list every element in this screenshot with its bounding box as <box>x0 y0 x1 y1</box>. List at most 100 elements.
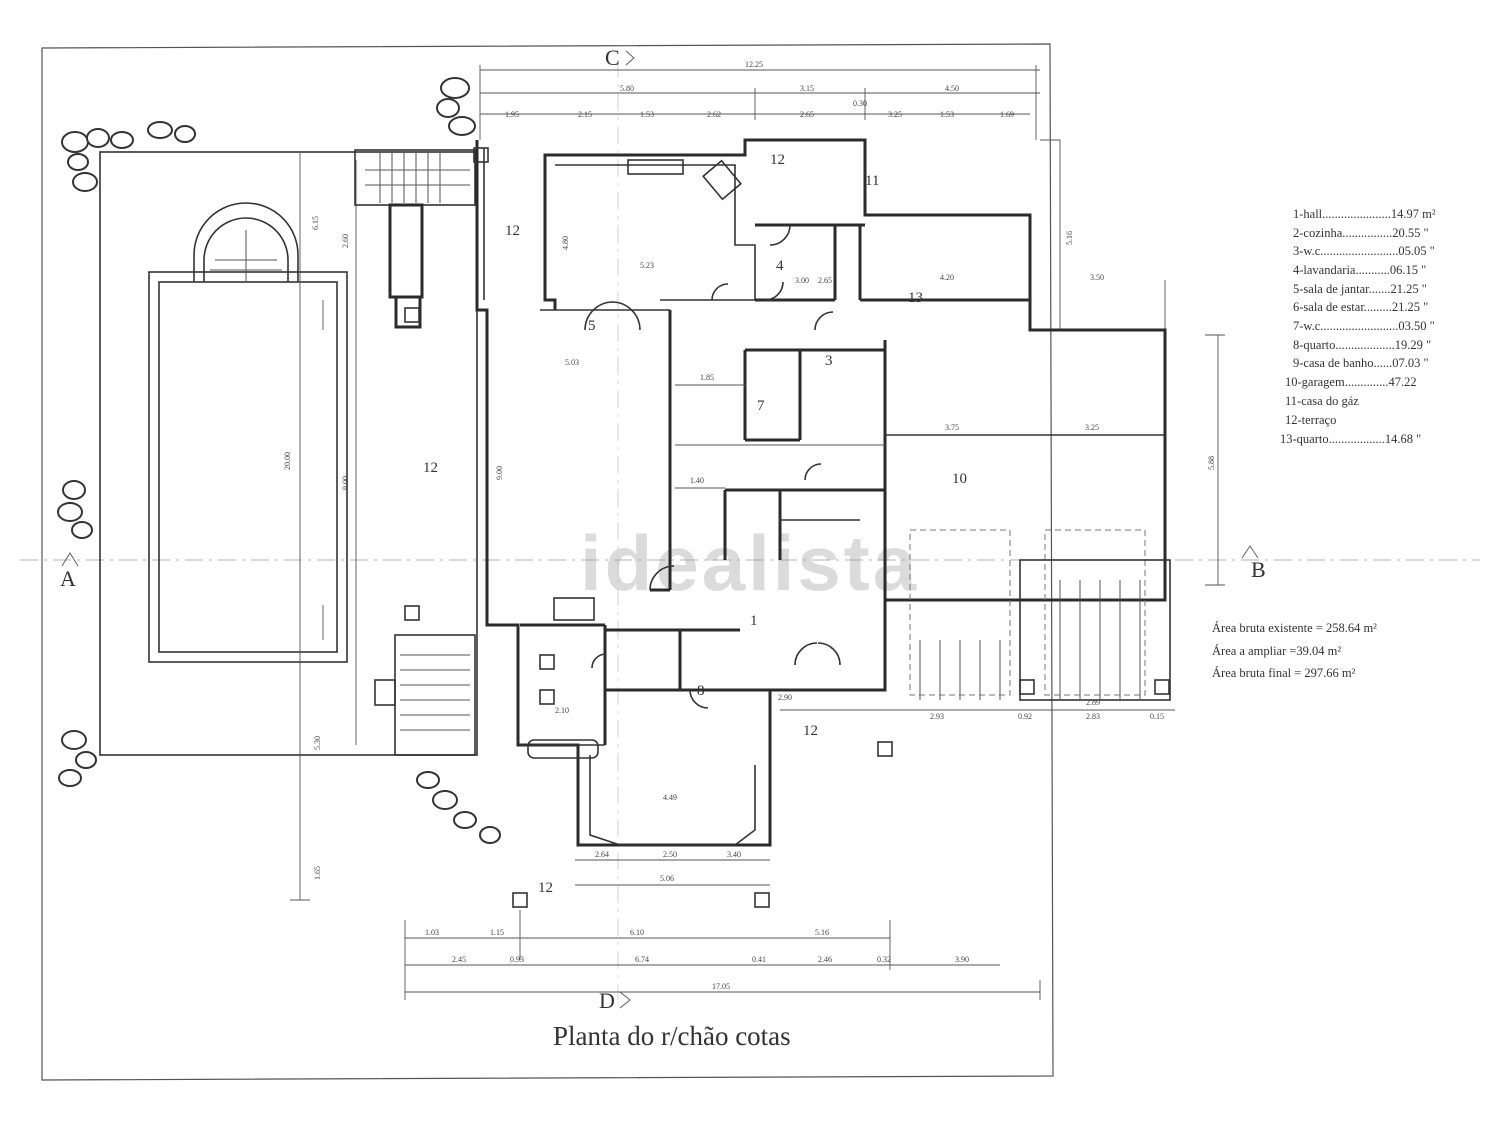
section-label-bottom: D <box>599 988 615 1013</box>
dim-pool-side-4: 5.30 <box>313 736 322 750</box>
dim-interior-24: 5.88 <box>1207 456 1216 470</box>
interior-walls <box>520 223 1165 746</box>
room-label-quarto-8: 8 <box>697 683 705 699</box>
dim-top-r2-2: 2.15 <box>578 110 592 119</box>
dim-interior-8: 3.50 <box>1090 273 1104 282</box>
room-label-wc-b: 7 <box>757 398 765 414</box>
legend-item: 3-w.c.........................05.05 " <box>1293 244 1435 258</box>
section-marker-bottom-icon <box>619 991 631 1009</box>
dim-bottom-r2-4: 0.41 <box>752 955 766 964</box>
dim-bottom-r2-1: 2.45 <box>452 955 466 964</box>
room-label-lavandaria: 4 <box>776 258 784 274</box>
dim-top-r2-1: 1.95 <box>505 110 519 119</box>
dim-interior-16: 2.10 <box>555 706 569 715</box>
dim-bottom-r2-6: 0.32 <box>877 955 891 964</box>
room-label-wc-a: 3 <box>825 353 833 369</box>
legend-item: 9-casa de banho......07.03 " <box>1293 356 1429 370</box>
dim-interior-4: 1.40 <box>690 476 704 485</box>
watermark-text: idealista <box>580 519 919 607</box>
staircase-upper <box>354 149 476 329</box>
room-label-terraco-top: 12 <box>770 152 785 168</box>
dim-interior-25: 4.80 <box>561 236 570 250</box>
legend-item: 13-quarto..................14.68 " <box>1280 432 1421 446</box>
garage-parking-bays <box>519 529 1175 960</box>
area-summary: Área bruta existente = 258.64 m² Área a … <box>1212 621 1377 680</box>
dim-top-1: 5.80 <box>620 84 634 93</box>
dim-pool-side-5: 1.65 <box>313 866 322 880</box>
legend-item: 12-terraço <box>1285 413 1336 427</box>
section-label-top: C <box>605 45 620 70</box>
room-label-terraco-south: 12 <box>803 723 818 739</box>
room-label-quarto-13: 13 <box>908 290 923 306</box>
room-label-hall: 1 <box>750 613 758 629</box>
dim-interior-26: 9.00 <box>495 466 504 480</box>
area-final: Área bruta final = 297.66 m² <box>1212 666 1356 680</box>
dim-interior-17: 2.65 <box>818 276 832 285</box>
dim-bottom-r2-2: 0.93 <box>510 955 524 964</box>
dim-bottom-r1-2: 1.15 <box>490 928 504 937</box>
room-label-gas: 11 <box>865 173 879 189</box>
dim-interior-19: 2.83 <box>1086 712 1100 721</box>
kitchen-fixtures <box>527 159 742 759</box>
bottom-dimension-lines <box>404 920 1041 1000</box>
dim-interior-13: 2.50 <box>663 850 677 859</box>
sheet-border <box>41 43 1054 1081</box>
dim-interior-3: 1.85 <box>700 373 714 382</box>
legend-item: 7-w.c.........................03.50 " <box>1293 319 1435 333</box>
dim-top-r2-4: 2.62 <box>707 110 721 119</box>
dim-interior-1: 5.23 <box>640 261 654 270</box>
dim-bottom-r1-4: 5.16 <box>815 928 829 937</box>
dim-top-total: 12.25 <box>745 60 763 69</box>
legend-item: 1-hall......................14.97 m² <box>1293 207 1436 221</box>
dim-interior-20: 0.92 <box>1018 712 1032 721</box>
dim-bottom-r2-5: 2.46 <box>818 955 832 964</box>
pool-terrace <box>99 151 478 901</box>
drawing-title: Planta do r/chão cotas <box>553 1021 791 1051</box>
staircase-lower <box>374 634 476 756</box>
room-label-sala-jantar: 5 <box>588 318 596 334</box>
dim-interior-15: 5.06 <box>660 874 674 883</box>
dim-top-2: 3.15 <box>800 84 814 93</box>
dim-interior-11: 4.49 <box>663 793 677 802</box>
dim-top-r2-9: 1.69 <box>1000 110 1014 119</box>
room-label-terraco-bottom: 12 <box>538 880 553 896</box>
room-legend: 1-hall......................14.97 m² 2-c… <box>1280 207 1436 446</box>
dim-interior-18: 2.93 <box>930 712 944 721</box>
dim-interior-21: 2.89 <box>1086 698 1100 707</box>
dim-interior-9: 2.90 <box>778 693 792 702</box>
section-marker-right-icon <box>1241 545 1259 559</box>
dim-interior-23: 5.16 <box>1065 231 1074 245</box>
room-label-terraco-side: 12 <box>505 223 520 239</box>
dim-top-r2-6: 0.30 <box>853 99 867 108</box>
house-inner-outline <box>483 148 756 311</box>
dim-top-3: 4.50 <box>945 84 959 93</box>
dim-interior-6: 3.25 <box>1085 423 1099 432</box>
dim-interior-7: 4.20 <box>940 273 954 282</box>
area-existing: Área bruta existente = 258.64 m² <box>1212 621 1377 635</box>
dim-interior-5: 3.75 <box>945 423 959 432</box>
section-marker-left-icon <box>61 552 79 567</box>
doors <box>584 224 841 709</box>
columns <box>404 147 1170 908</box>
dim-interior-10: 3.00 <box>795 276 809 285</box>
dim-pool-side-3: 2.60 <box>341 234 350 248</box>
dim-top-r2-7: 3.25 <box>888 110 902 119</box>
dim-pool-side-1: 9.00 <box>341 476 350 490</box>
room-label-terraco-left: 12 <box>423 460 438 476</box>
legend-item: 2-cozinha................20.55 " <box>1293 226 1429 240</box>
dim-bottom-r1-1: 1.03 <box>425 928 439 937</box>
legend-item: 11-casa do gáz <box>1285 394 1359 408</box>
legend-item: 8-quarto...................19.29 " <box>1293 338 1431 352</box>
dim-pool-side-2: 6.15 <box>311 216 320 230</box>
dim-interior-2: 5.03 <box>565 358 579 367</box>
dim-interior-12: 2.64 <box>595 850 609 859</box>
dim-bottom-total: 17.05 <box>712 982 730 991</box>
dim-interior-22: 0.15 <box>1150 712 1164 721</box>
section-label-right: B <box>1251 557 1266 582</box>
garden-stones <box>57 77 501 844</box>
dim-top-r2-3: 1.53 <box>640 110 654 119</box>
dim-bottom-r2-7: 3.90 <box>955 955 969 964</box>
dim-top-r2-5: 2.65 <box>800 110 814 119</box>
room-label-garagem: 10 <box>952 471 967 487</box>
